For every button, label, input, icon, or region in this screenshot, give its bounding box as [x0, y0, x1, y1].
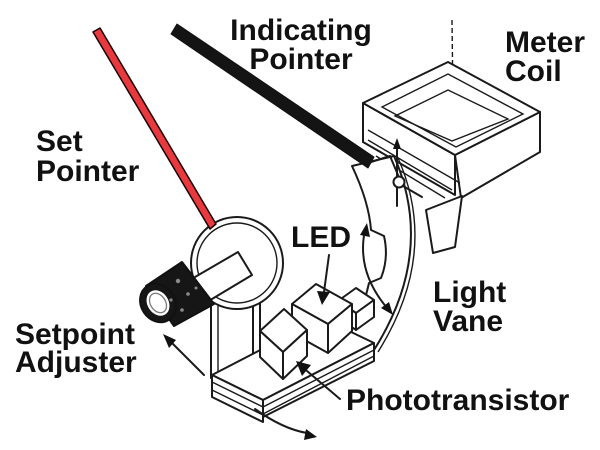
label-setpoint-adjuster-line1: Setpoint — [15, 318, 135, 351]
set-pointer-needle — [92, 27, 217, 230]
vane-swing-arrow — [362, 229, 389, 310]
pivot-bearing — [392, 175, 406, 189]
coil-top-rim — [362, 61, 541, 156]
vane-swing-arrow-up-head — [360, 223, 370, 237]
labels: Indicating Pointer Meter Coil Set Pointe… — [15, 14, 585, 417]
setpoint-adjuster-arrow-head — [163, 334, 176, 348]
base-rotation-arrow-head — [304, 429, 317, 440]
indicating-pointer-needle — [170, 23, 375, 169]
pivot-disc-rim — [196, 222, 278, 304]
base-stack-line — [211, 389, 264, 416]
label-indicating-pointer-line2: Pointer — [249, 43, 353, 76]
label-light-vane-line1: Light — [433, 276, 506, 309]
coil-lower-flange — [425, 195, 463, 254]
base-stack-line — [211, 381, 264, 408]
pointer-lower-arm — [402, 185, 423, 198]
optics-blocks — [259, 283, 375, 380]
label-light-vane-line2: Vane — [433, 305, 503, 338]
pointer-bent-link — [370, 155, 399, 176]
light-vane-edge-line — [377, 157, 416, 353]
coil-slot-line — [367, 129, 461, 184]
knob-end-cap — [139, 282, 177, 324]
knob-texture — [169, 278, 198, 312]
meter-coil-drawing — [362, 19, 541, 254]
phototransistor-cube — [259, 308, 308, 380]
vane-swing-arrow-down-head — [381, 302, 393, 315]
label-setpoint-adjuster-line2: Adjuster — [15, 346, 137, 379]
led-arrow — [323, 254, 330, 293]
label-meter-coil-line2: Coil — [505, 55, 562, 88]
annotation-arrows — [163, 254, 341, 440]
label-indicating-pointer-line1: Indicating — [230, 14, 372, 47]
setpoint-adjuster-arrow — [170, 341, 205, 376]
label-led: LED — [291, 221, 351, 254]
coil-inner-floor — [393, 89, 510, 142]
label-set-pointer-line1: Set — [36, 125, 83, 158]
phototransistor-arrow-head — [296, 361, 311, 376]
label-set-pointer-line2: Pointer — [36, 155, 140, 188]
light-vane-drawing — [345, 155, 416, 353]
base-stack-line — [262, 349, 375, 408]
pivot-axis-up-arrow — [393, 138, 401, 149]
coil-inner-rim — [380, 73, 525, 148]
base-stack-line — [262, 355, 375, 415]
base-plate-left-face — [211, 374, 264, 423]
led-arrow-head — [317, 291, 330, 305]
pointer-pivot-linkage — [370, 138, 423, 207]
label-phototransistor: Phototransistor — [346, 384, 570, 417]
coil-slot-line — [367, 139, 453, 191]
base-rotation-arrow — [254, 408, 308, 434]
label-meter-coil-line1: Meter — [505, 26, 585, 59]
phototransistor-arrow — [306, 370, 341, 400]
